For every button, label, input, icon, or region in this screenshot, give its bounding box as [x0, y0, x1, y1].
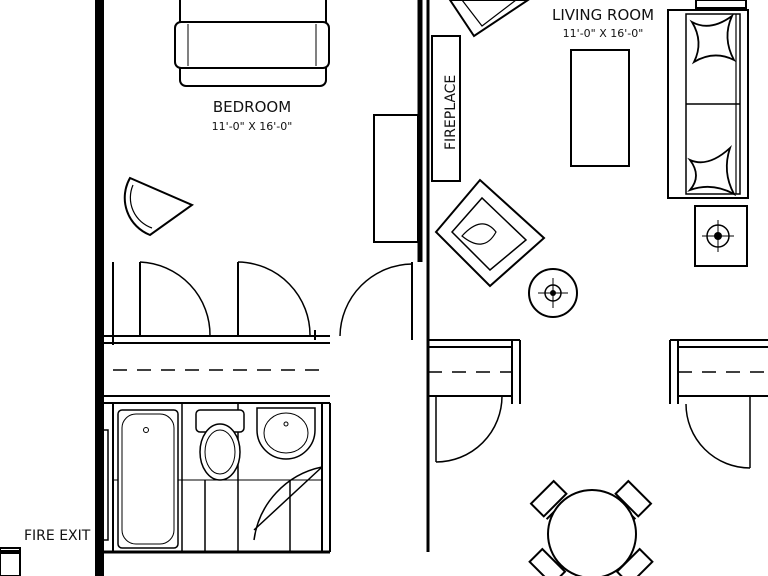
exterior-wall-left [95, 0, 104, 576]
living-closet-right [669, 339, 768, 469]
armchair-living [434, 178, 546, 288]
bathroom-door [253, 466, 323, 541]
coffee-table [570, 49, 630, 167]
bed [174, 0, 330, 87]
fire-exit-label: FIRE EXIT [24, 528, 91, 544]
armchair-top [448, 0, 530, 38]
bedroom-dresser [373, 114, 419, 243]
bathtub [117, 409, 179, 549]
dining-set [528, 479, 654, 576]
pillow-icon [687, 13, 737, 197]
end-table [694, 205, 748, 267]
bedroom-name: BEDROOM [213, 98, 291, 116]
toilet [195, 409, 245, 481]
bedroom-chair [123, 176, 195, 237]
bedroom-dimensions: 11'-0" X 16'-0" [212, 120, 293, 133]
closet-doors [139, 261, 413, 337]
bathroom-sink [256, 407, 316, 460]
living-closet-left [428, 339, 521, 463]
side-table-round [528, 268, 578, 318]
fireplace-box [431, 35, 461, 182]
living-room-dimensions: 11'-0" X 16'-0" [563, 27, 644, 40]
living-room-name: LIVING ROOM [552, 6, 654, 24]
fireplace-label: FIREPLACE [443, 75, 459, 150]
